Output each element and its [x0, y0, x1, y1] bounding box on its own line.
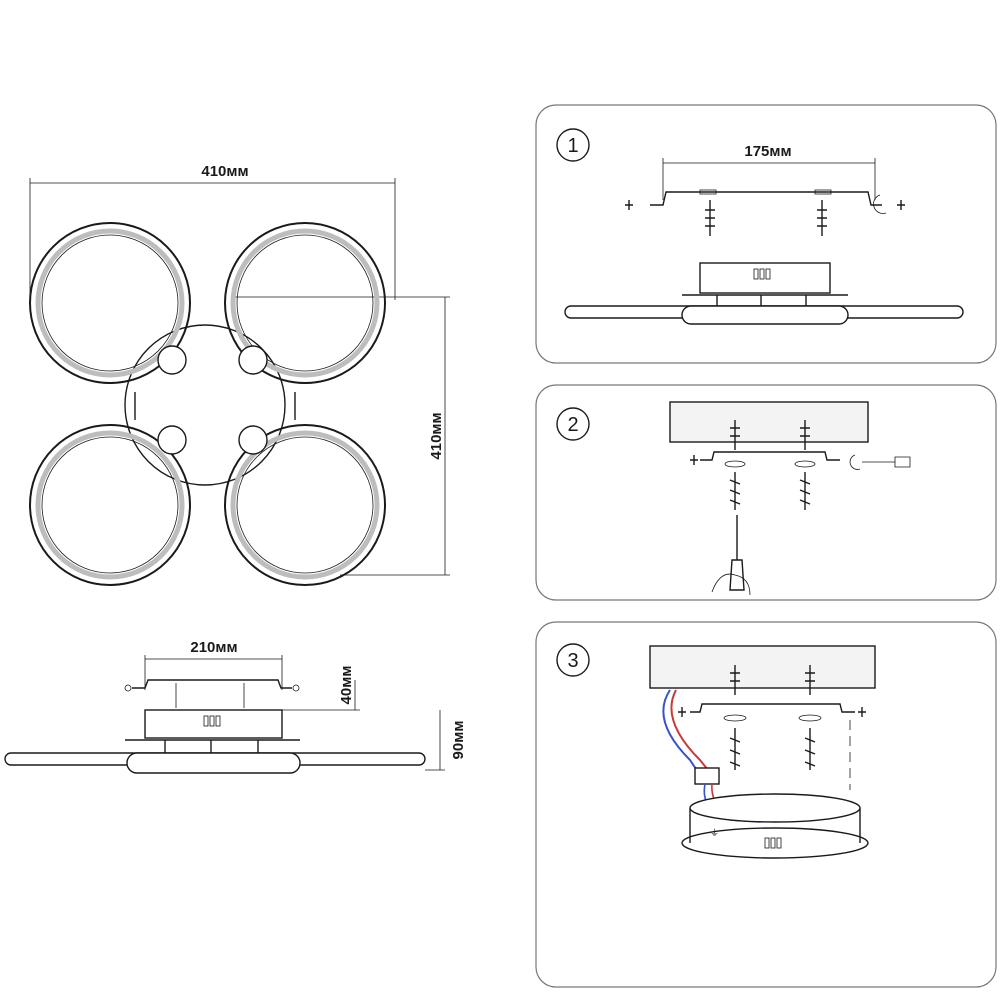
- dowel-screw-icon: [705, 200, 715, 236]
- vent-slot: [776, 837, 782, 849]
- vent-slot: [203, 715, 209, 727]
- step-1-number-badge: [556, 128, 590, 162]
- vent-slot: [764, 837, 770, 849]
- top-width-label: 410мм: [201, 163, 248, 180]
- wire-blue: [662, 689, 701, 776]
- ring-bottom-left: [29, 424, 191, 586]
- center-plate-edge: [134, 392, 296, 420]
- washer-icon: [849, 454, 861, 470]
- wire-red: [670, 689, 713, 776]
- step-3-frame: [535, 621, 997, 988]
- joint-knob: [238, 345, 268, 375]
- mounting-bracket: [650, 191, 882, 206]
- dowel-icon: [800, 420, 810, 450]
- mounting-bracket: [132, 679, 292, 689]
- step-3-number: 3: [567, 650, 578, 672]
- screw-icon: [678, 707, 686, 717]
- step-panel-1: 1 175мм: [535, 104, 997, 364]
- mount-box: [144, 709, 283, 739]
- step-2-number: 2: [567, 414, 578, 436]
- bracket-slot: [814, 189, 832, 195]
- vent-slot: [753, 268, 759, 280]
- ring-profile-front: [126, 752, 301, 774]
- bracket-width-label: 175мм: [744, 143, 791, 160]
- vent-slot: [215, 715, 221, 727]
- step-1-number: 1: [567, 135, 578, 157]
- ring-top-right: [224, 222, 386, 384]
- mount-height-label: 40мм: [338, 666, 355, 705]
- screwdriver-small-icon: [862, 456, 911, 468]
- washer-icon: [873, 194, 887, 214]
- washer-icon: [723, 714, 747, 722]
- mounting-bracket: [690, 703, 855, 713]
- screw-icon: [625, 200, 633, 210]
- ring-profile-front: [681, 305, 849, 325]
- ring-bottom-right: [224, 424, 386, 586]
- dowel-screw-icon: [817, 200, 827, 236]
- joint-knob: [157, 345, 187, 375]
- top-view: 410мм 410мм: [29, 163, 450, 586]
- screw-icon: [729, 728, 741, 770]
- screw-icon: [799, 472, 811, 510]
- ground-mark-icon: ⏚: [710, 828, 719, 838]
- canopy-top: [689, 793, 861, 823]
- total-height-label: 90мм: [450, 721, 467, 760]
- dowel-icon: [805, 665, 815, 695]
- screwdriver-icon: [729, 515, 745, 591]
- screw-icon: [292, 684, 300, 692]
- dowel-icon: [730, 665, 740, 695]
- washer-icon: [724, 460, 746, 468]
- bracket-slot: [699, 189, 717, 195]
- step-panel-3: 3 ⏚: [535, 621, 997, 988]
- washer-icon: [798, 714, 822, 722]
- step-1-frame: [535, 104, 997, 364]
- vent-slot: [759, 268, 765, 280]
- screw-icon: [690, 455, 698, 465]
- canopy-base: [681, 827, 869, 859]
- step-3-number-badge: [556, 643, 590, 677]
- ring-top-left: [29, 222, 191, 384]
- screw-icon: [729, 472, 741, 510]
- dowel-icon: [730, 420, 740, 450]
- screw-icon: [897, 200, 905, 210]
- center-plate: [124, 324, 286, 486]
- step-panel-2: 2: [535, 384, 997, 601]
- screw-icon: [804, 728, 816, 770]
- vent-slot: [209, 715, 215, 727]
- vent-slot: [765, 268, 771, 280]
- joint-knob: [157, 425, 187, 455]
- ceiling-block: [649, 645, 876, 689]
- terminal-block: [694, 767, 720, 785]
- mount-width-label: 210мм: [190, 639, 237, 656]
- step-2-frame: [535, 384, 997, 601]
- vent-slot: [770, 837, 776, 849]
- step-2-number-badge: [556, 407, 590, 441]
- mount-box: [699, 262, 831, 294]
- washer-icon: [794, 460, 816, 468]
- screw-icon: [124, 684, 132, 692]
- joint-knob: [238, 425, 268, 455]
- ceiling-block: [669, 401, 869, 443]
- screw-icon: [858, 707, 866, 717]
- side-view: 210мм 40мм 90мм: [4, 639, 467, 774]
- mounting-bracket: [700, 451, 840, 461]
- top-height-label: 410мм: [428, 412, 445, 459]
- canopy-side: [689, 808, 861, 843]
- hand-icon: [711, 573, 751, 596]
